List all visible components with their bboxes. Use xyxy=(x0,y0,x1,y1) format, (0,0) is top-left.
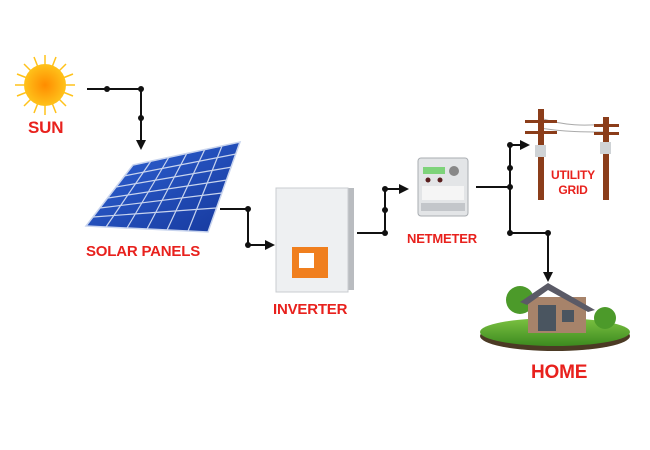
utility-grid-label: UTILITY GRID xyxy=(551,168,595,198)
sun-label: SUN xyxy=(28,118,64,137)
home-label: HOME xyxy=(531,362,588,383)
utility-grid-label-line1: UTILITY xyxy=(551,168,595,182)
home-icon xyxy=(480,283,630,351)
solar-panel-icon xyxy=(84,140,242,233)
inverter-label: INVERTER xyxy=(273,301,348,318)
utility-grid-label-line2: GRID xyxy=(558,183,588,197)
utility-pole-icon xyxy=(525,109,619,200)
netmeter-icon xyxy=(417,157,469,217)
netmeter-label: NETMETER xyxy=(407,231,477,246)
inverter-icon xyxy=(275,187,354,293)
connector-nodes xyxy=(104,86,551,248)
solar-panels-label: SOLAR PANELS xyxy=(86,243,200,260)
sun-icon xyxy=(15,55,75,115)
